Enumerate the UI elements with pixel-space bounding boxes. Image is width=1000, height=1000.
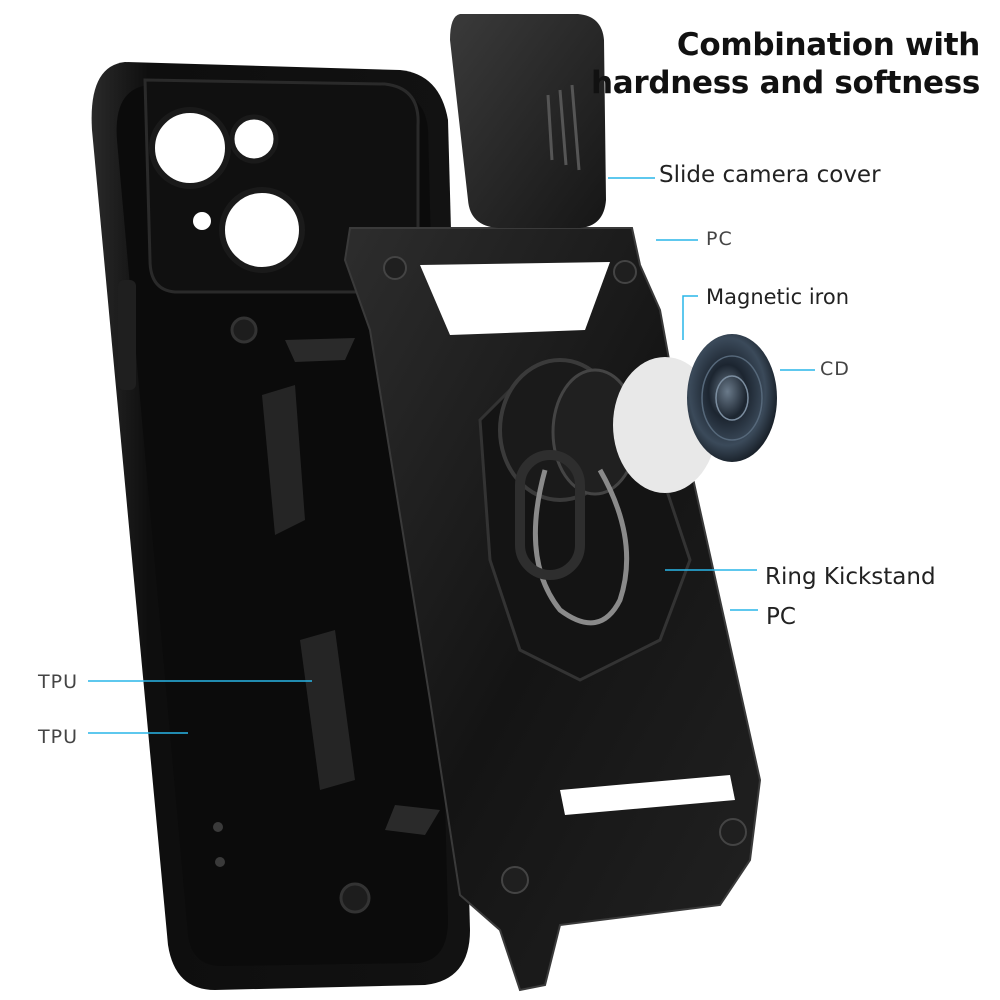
cd-disc [687, 334, 777, 462]
label-tpu-lower: TPU [38, 726, 78, 748]
label-slide-camera-cover: Slide camera cover [659, 162, 881, 188]
headline-line-1: Combination with [676, 27, 980, 63]
leader-lines [88, 177, 815, 734]
headline-line-2: hardness and softness [591, 65, 980, 101]
headline: Combination with hardness and softness [591, 26, 980, 102]
label-pc-top: PC [706, 228, 733, 250]
slide-camera-cover [450, 14, 606, 228]
label-magnetic-iron: Magnetic iron [706, 285, 850, 309]
ring-kickstand [498, 358, 639, 626]
label-pc-bottom: PC [766, 604, 796, 630]
label-cd: CD [820, 358, 850, 380]
label-tpu-upper: TPU [38, 671, 78, 693]
label-ring-kickstand: Ring Kickstand [765, 564, 936, 590]
